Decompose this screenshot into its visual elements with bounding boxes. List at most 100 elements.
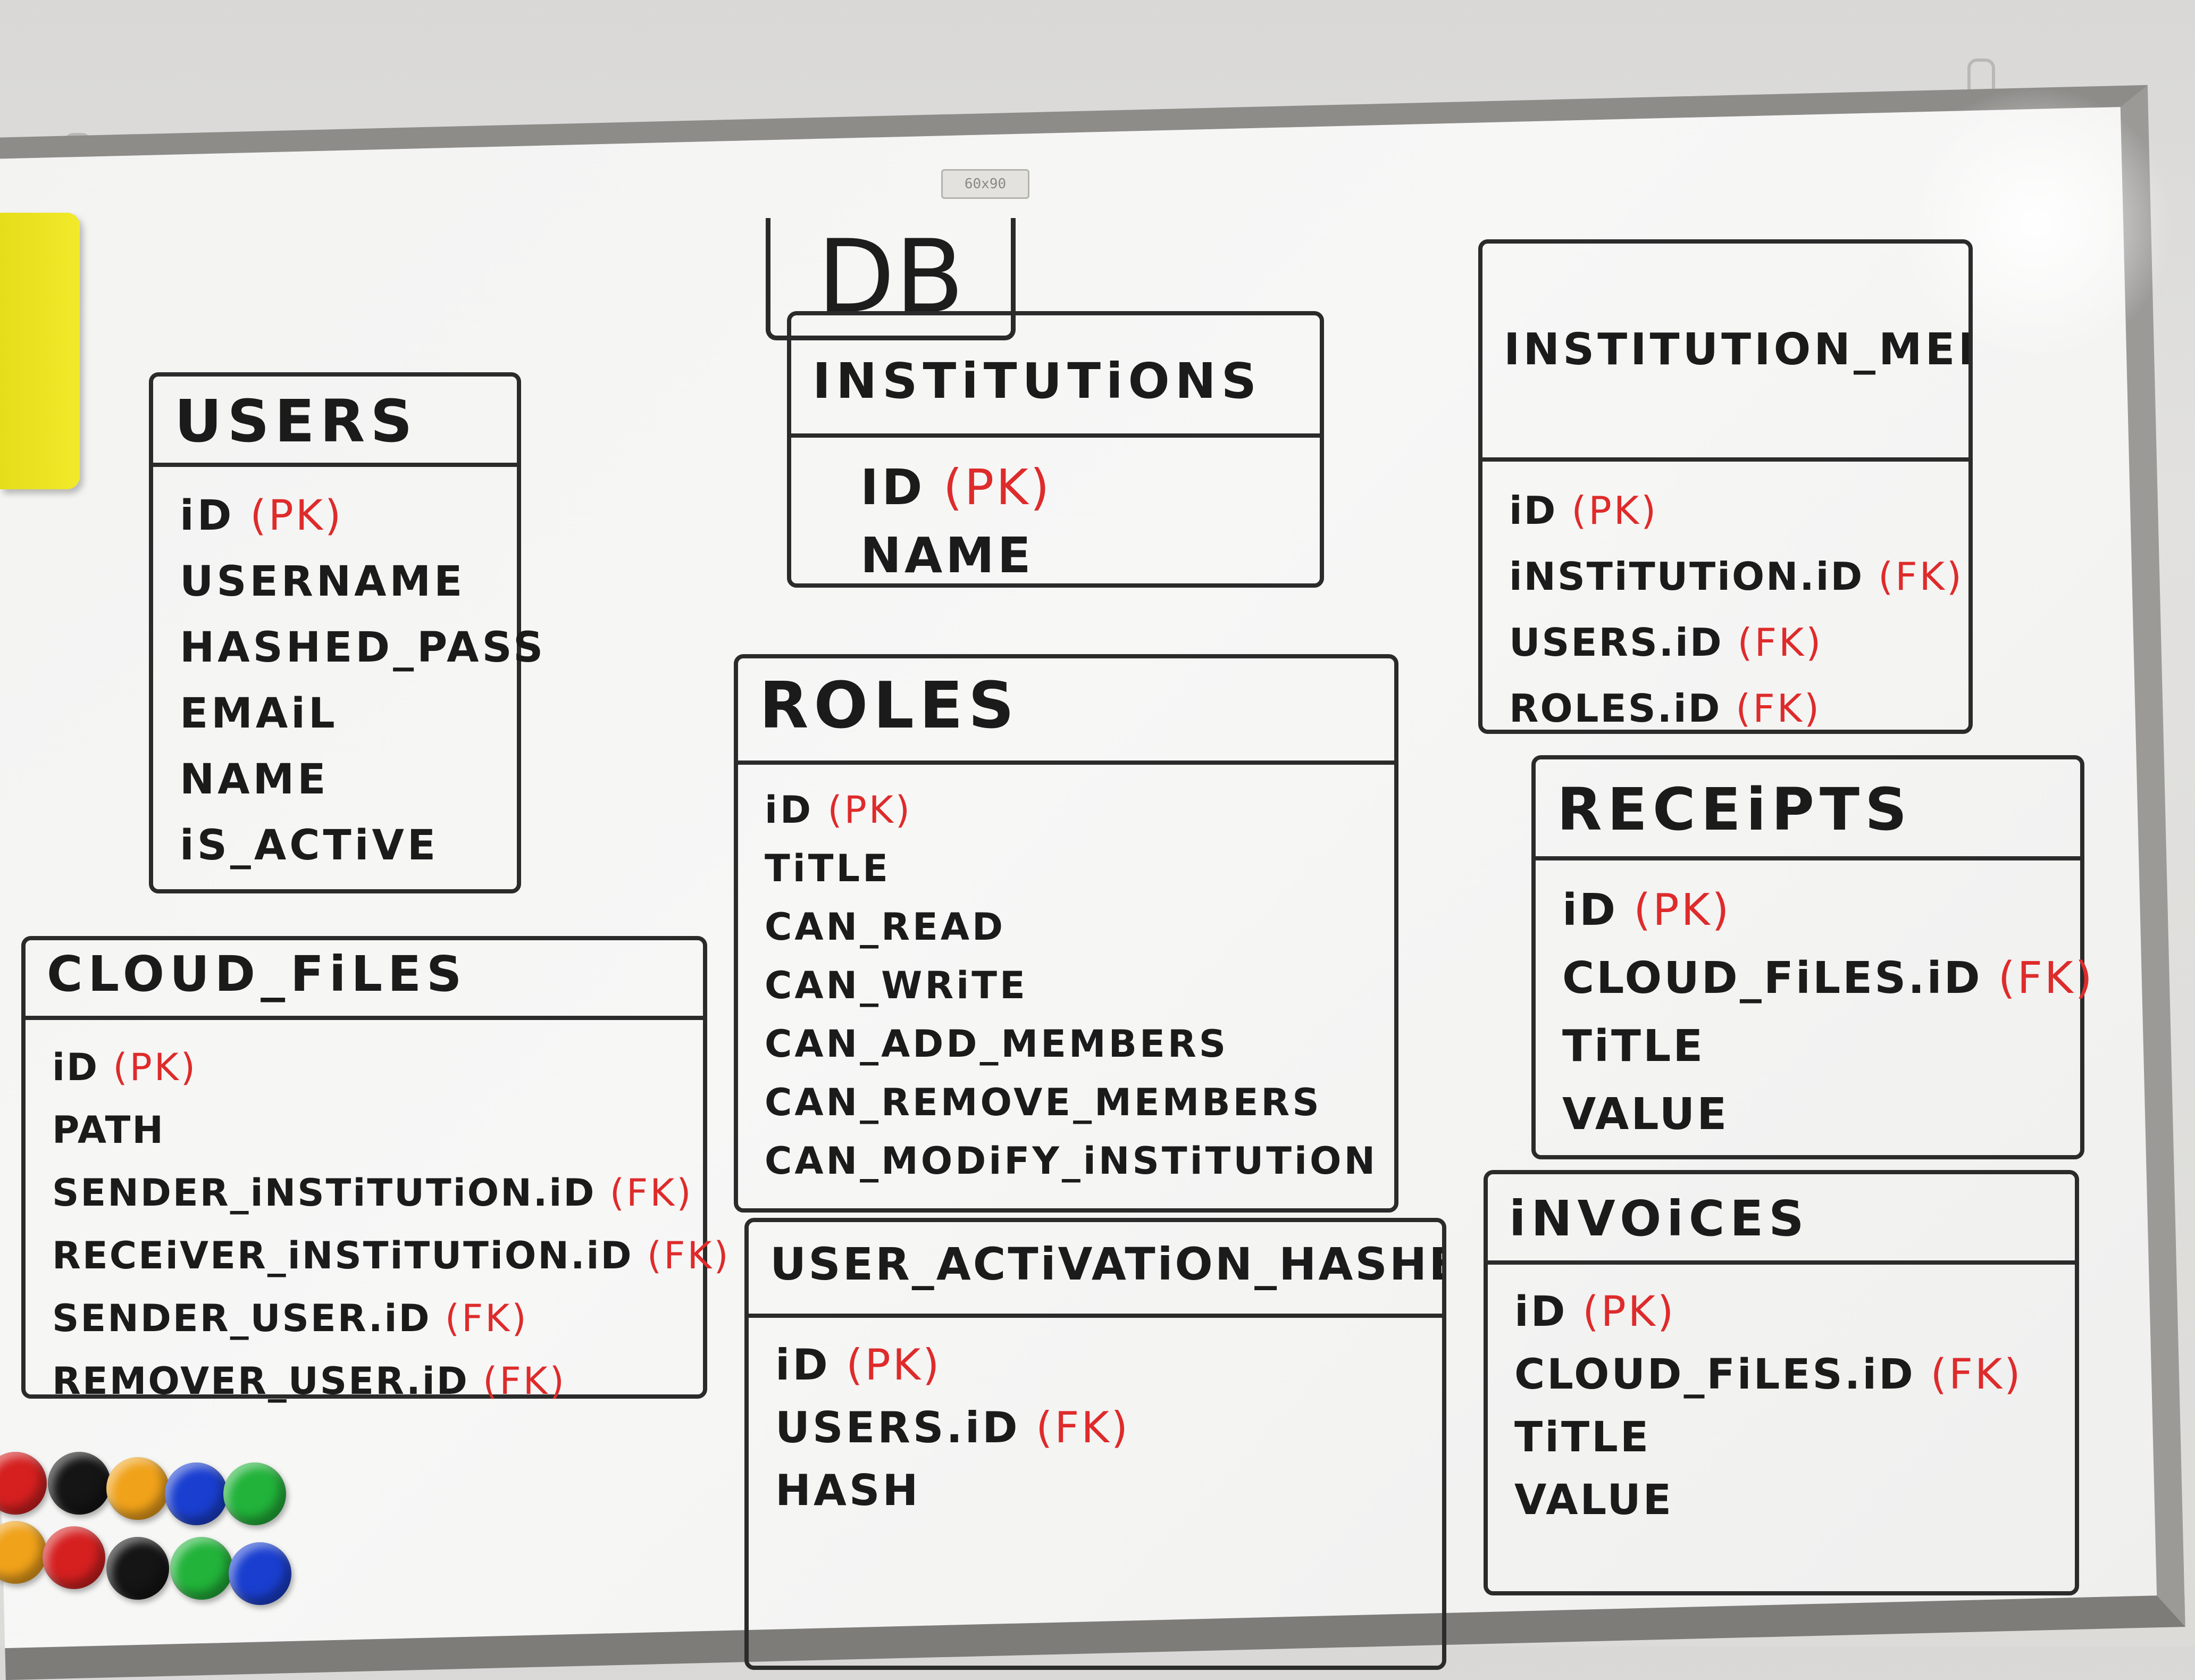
magnet [106,1457,169,1520]
board-brand-tag: 60x90 [941,169,1029,199]
primary-key-marker: (PK) [830,1340,942,1390]
field-name: iD [775,1340,831,1390]
field-name: CLOUD_FiLES.iD [1562,953,1982,1004]
field-row: USERS.iD (FK) [775,1397,1426,1459]
table-name: iNVOiCES [1488,1174,2075,1265]
field-row: VALUE [1514,1469,2059,1532]
field-row: VALUE [1562,1081,2064,1149]
foreign-key-marker: (FK) [1864,554,1964,599]
field-row: NAME [818,522,1304,590]
primary-key-marker: (PK) [234,492,344,540]
table-name: CLOUD_FiLES [26,940,703,1020]
field-row: SENDER_iNSTiTUTiON.iD (FK) [52,1161,691,1224]
table-name: USER_ACTiVATiON_HASHES [749,1222,1442,1318]
table-name: RECEiPTS [1536,759,2080,860]
field-name: PATH [52,1108,165,1152]
magnet [0,1521,47,1584]
field-row: iD (PK) [1562,876,2064,945]
primary-key-marker: (PK) [99,1046,198,1089]
field-name: HASHED_PASS [180,624,547,672]
field-row: TiTLE [1562,1013,2064,1081]
field-name: SENDER_USER.iD [52,1297,431,1340]
field-name: EMAiL [180,690,338,738]
field-name: iD [1562,885,1618,935]
field-row: HASH [775,1459,1426,1522]
field-row: ROLES.iD (FK) [1509,675,1953,741]
field-name: iD [1514,1288,1568,1336]
primary-key-marker: (PK) [1567,1288,1676,1336]
foreign-key-marker: (FK) [1723,620,1823,665]
field-row: CAN_REMOVE_MEMBERS [765,1073,1378,1132]
table-name: INSTITUTION_MEMBERS [1482,244,1968,462]
table-roles: ROLES iD (PK) TiTLE CAN_READ CAN_WRiTE CAN_AD… [734,654,1398,1213]
field-name: VALUE [1562,1089,1729,1140]
primary-key-marker: (PK) [1618,885,1731,935]
magnet [223,1462,286,1525]
field-name: iNSTiTUTiON.iD [1509,554,1864,599]
magnet [48,1452,111,1515]
magnet [229,1542,291,1605]
table-name: INSTiTUTiONS [791,315,1320,438]
primary-key-marker: (PK) [814,788,912,832]
field-row: CAN_READ [765,898,1378,956]
field-row: iD (PK) [180,483,501,549]
field-row: TiTLE [1514,1406,2059,1469]
field-list: iD (PK)iNSTiTUTiON.iD (FK)USERS.iD (FK)R… [1482,462,1968,752]
field-row: REMOVER_USER.iD (FK) [52,1350,687,1412]
field-name: RECEiVER_iNSTiTUTiON.iD [52,1234,633,1277]
field-name: USERS.iD [775,1403,1020,1452]
field-name: iD [180,492,235,540]
primary-key-marker: (PK) [925,459,1052,516]
field-name: ID [860,459,926,516]
field-row: USERS.iD (FK) [1509,609,1953,675]
field-list: ID (PK)NAME [791,438,1320,600]
field-list: iD (PK) TiTLE CAN_READ CAN_WRiTE CAN_ADD_MEM… [738,765,1394,1201]
field-row: USERNAME [180,549,501,615]
magnet [170,1537,233,1600]
field-row: PATH [52,1099,687,1161]
field-name: CLOUD_FiLES.iD [1514,1351,1915,1399]
field-name: HASH [775,1466,921,1515]
field-name: iD [1509,488,1557,533]
eraser-sponge [0,213,80,489]
field-row: CAN_ADD_MEMBERS [765,1015,1378,1073]
field-row: NAME [180,747,501,813]
foreign-key-marker: (FK) [468,1359,566,1403]
table-name: ROLES [738,658,1394,765]
foreign-key-marker: (FK) [1721,686,1822,731]
foreign-key-marker: (FK) [1982,953,2095,1004]
magnet-cluster [0,1431,319,1605]
foreign-key-marker: (FK) [431,1297,529,1340]
foreign-key-marker: (FK) [596,1171,693,1215]
table-inst-members: INSTITUTION_MEMBERSiD (PK)iNSTiTUTiON.iD… [1478,239,1973,734]
magnet [165,1462,228,1525]
field-name: TiTLE [1562,1021,1705,1072]
field-name: iD [52,1046,99,1089]
table-name: USERS [153,377,517,467]
field-name: CAN_ADD_MEMBERS [765,1022,1229,1066]
field-name: iS_ACTiVE [180,822,439,870]
field-name: CAN_WRiTE [765,964,1028,1007]
field-row: SENDER_USER.iD (FK) [52,1287,687,1350]
field-row: ID (PK) [818,454,1304,522]
field-name: TiTLE [765,847,891,890]
field-name: USERNAME [180,558,466,606]
field-name: CAN_MODiFY_iNSTiTUTiON [765,1139,1378,1183]
table-cloud-files: CLOUD_FiLES iD (PK) PATH SENDER_iNSTiTUTiON… [21,936,728,1403]
field-row: RECEiVER_iNSTiTUTiON.iD (FK) [52,1224,728,1287]
field-name: USERS.iD [1509,620,1723,665]
field-row: iD (PK) [52,1036,687,1099]
diagram-title: DB [766,218,1016,340]
magnet [0,1452,47,1515]
field-name: TiTLE [1514,1414,1651,1461]
field-name: SENDER_iNSTiTUTiON.iD [52,1171,596,1215]
field-row: EMAiL [180,681,501,747]
field-row: iNSTiTUTiON.iD (FK) [1509,544,1962,609]
field-name: VALUE [1514,1476,1673,1524]
field-row: iD (PK) [765,781,1378,839]
field-name: ROLES.iD [1509,686,1722,731]
